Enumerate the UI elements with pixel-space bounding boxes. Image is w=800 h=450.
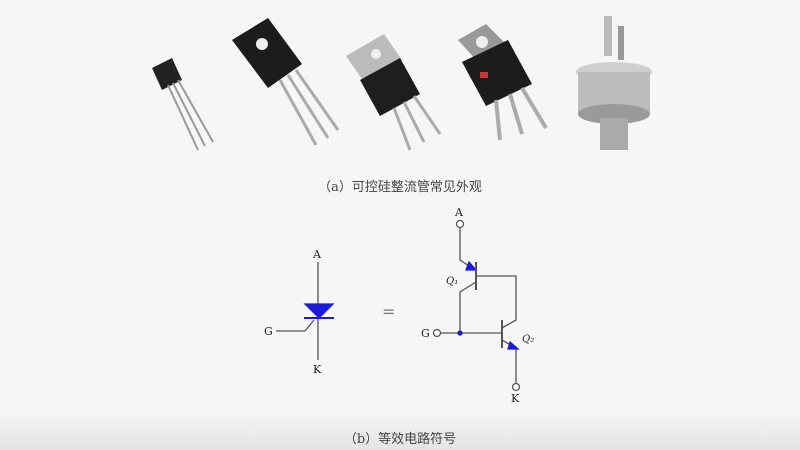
q2-label: Q₂: [522, 334, 534, 345]
circuit-cathode-label: K: [511, 392, 520, 405]
symbol-gate-label: G: [264, 325, 273, 338]
to220-package-photo: [346, 34, 442, 151]
circuit-gate-label: G: [421, 327, 430, 340]
scr-symbol: [276, 262, 335, 360]
equivalent-circuit: [432, 219, 521, 392]
symbol-anode-label: A: [312, 248, 322, 261]
caption-b: （b）等效电路符号: [343, 432, 457, 447]
to126-package-photo: [232, 18, 340, 146]
to3p-package-photo: [458, 24, 548, 141]
circuit-anode-label: A: [454, 206, 464, 219]
symbol-cathode-label: K: [313, 363, 322, 376]
q1-label: Q₁: [446, 276, 458, 287]
caption-a: （a）可控硅整流管常见外观: [318, 180, 482, 195]
to92-package-photo: [152, 58, 214, 151]
equals-sign: =: [382, 302, 395, 321]
bottom-shade: [0, 410, 800, 450]
stud-package-photo: [576, 16, 652, 150]
